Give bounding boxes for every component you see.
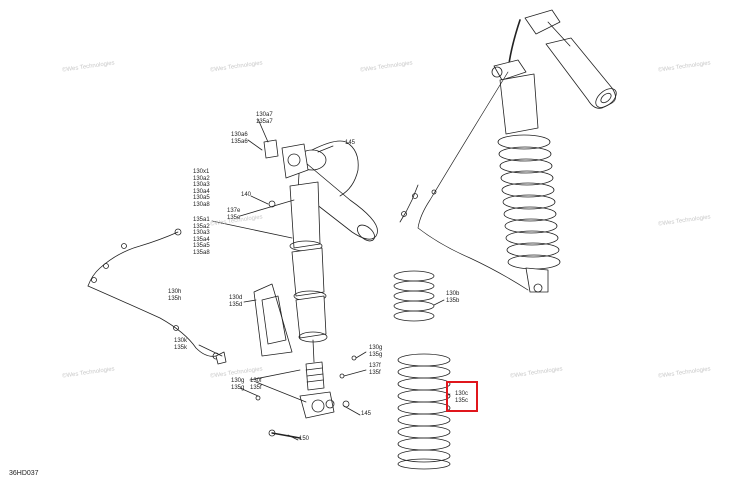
callout-130g-lower[interactable]: 130g 135g [231, 378, 245, 391]
callout-145-lower[interactable]: 145 [361, 411, 372, 417]
lower-spring [397, 353, 451, 470]
callout-137e[interactable]: 137e 135e [227, 208, 241, 221]
callout-130d[interactable]: 130d 135d [229, 295, 243, 308]
spring-coils-right [497, 134, 561, 270]
assembled-shock-right [399, 9, 617, 293]
callout-130g[interactable]: 130g 135g [369, 345, 383, 358]
callout-130c[interactable]: 130c 135c [455, 391, 469, 404]
callout-145[interactable]: 145 [345, 140, 356, 146]
highlighted-callout-box[interactable]: 130c 135c [446, 381, 478, 412]
callout-140[interactable]: 140 [241, 192, 252, 198]
callout-130k[interactable]: 130k 135k [174, 338, 188, 351]
callout-130x1[interactable]: 130x1 130a2 130a3 130a4 130a5 130a8 [193, 169, 210, 208]
callout-130a6[interactable]: 130a6 135a6 [231, 132, 248, 145]
callout-135a1[interactable]: 135a1 135a2 130a3 135a4 135a5 135a8 [193, 217, 210, 256]
callout-130h[interactable]: 130h 135h [168, 289, 182, 302]
upper-spring [393, 270, 445, 322]
callout-130a7[interactable]: 130a7 135a7 [256, 112, 273, 125]
callout-130b[interactable]: 130b 135b [446, 291, 460, 304]
figure-id: 36HD037 [9, 470, 39, 477]
center-shock-absorber [198, 118, 378, 441]
callout-150[interactable]: 150 [299, 436, 310, 442]
callout-130f[interactable]: 130f 135f [250, 378, 262, 391]
callout-137f[interactable]: 137f 135f [369, 363, 381, 376]
sensor-harness-left [87, 228, 227, 365]
